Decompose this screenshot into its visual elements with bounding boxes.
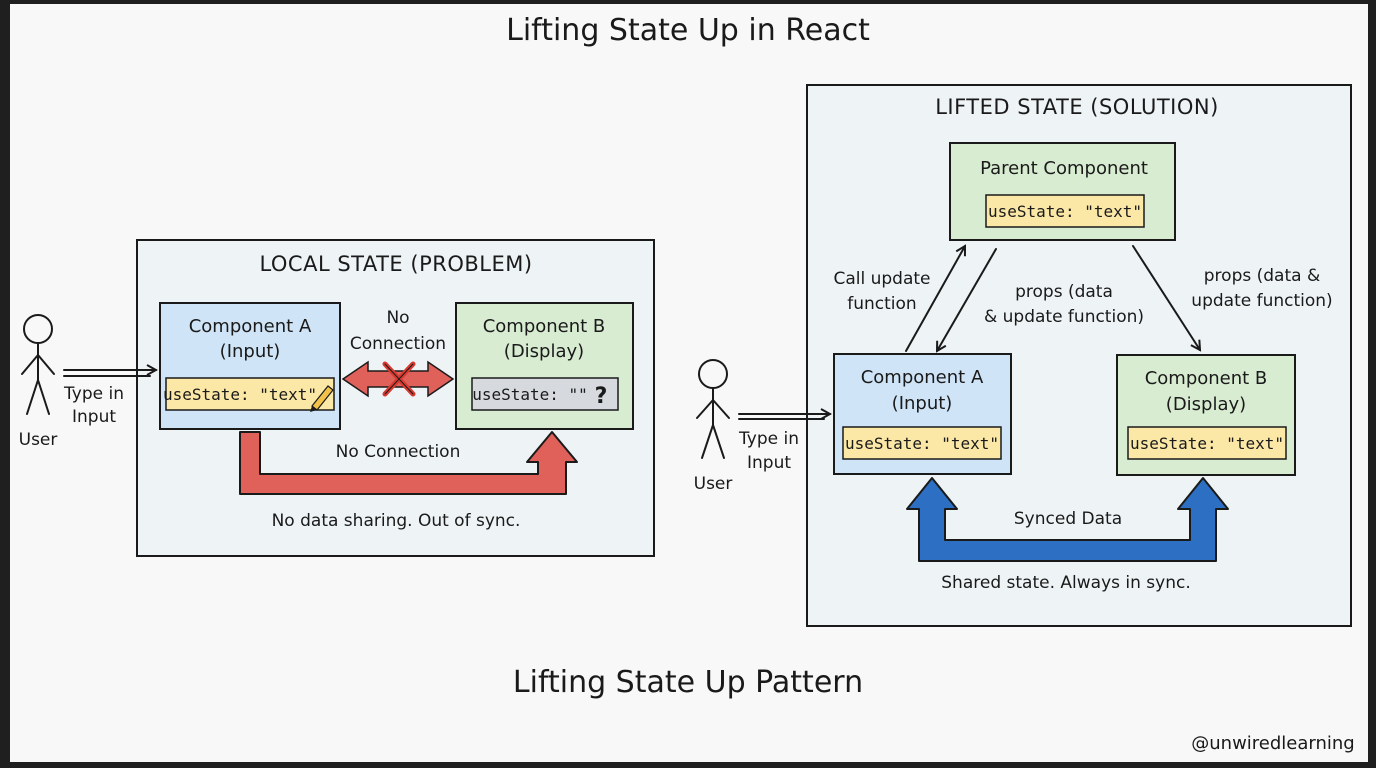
diagram-title: Lifting State Up in React bbox=[506, 13, 870, 48]
lifted-component-a: Component A (Input) useState: "text" bbox=[833, 353, 1012, 475]
lifted-component-b: Component B (Display) useState: "text" bbox=[1116, 354, 1296, 476]
author-credit: @unwiredlearning bbox=[1191, 733, 1354, 754]
props-to-b-arrow bbox=[1132, 245, 1200, 350]
call-update-label-1: Call update bbox=[833, 269, 930, 289]
lifted-user-label: User bbox=[694, 474, 733, 494]
props-a-label-2: & update function) bbox=[984, 307, 1144, 327]
lifted-panel-title: LIFTED STATE (SOLUTION) bbox=[935, 95, 1219, 119]
props-b-label-2: update function) bbox=[1191, 291, 1332, 311]
call-update-label-2: function bbox=[847, 294, 916, 314]
props-to-a-arrow bbox=[937, 248, 997, 351]
lifted-user-input-label-2: Input bbox=[747, 453, 791, 473]
local-no-connection-top-2: Connection bbox=[350, 334, 446, 354]
props-a-label-1: props (data bbox=[1015, 282, 1113, 302]
local-component-b-subtitle: (Display) bbox=[504, 341, 584, 362]
local-component-a-state-box bbox=[165, 377, 335, 411]
parent-state: useState: "text" bbox=[988, 202, 1142, 221]
parent-state-box bbox=[985, 194, 1145, 228]
local-component-b: Component B (Display) useState: "" ? bbox=[455, 302, 634, 430]
question-mark-icon: ? bbox=[595, 384, 608, 409]
parent-component: Parent Component useState: "text" bbox=[949, 142, 1176, 241]
local-caption: No data sharing. Out of sync. bbox=[272, 511, 521, 531]
lifted-component-a-subtitle: (Input) bbox=[892, 393, 953, 414]
local-user-input-label-2: Input bbox=[72, 407, 116, 427]
local-user-label: User bbox=[19, 430, 58, 450]
lifted-component-a-state: useState: "text" bbox=[845, 434, 999, 453]
pattern-caption: Lifting State Up Pattern bbox=[513, 665, 863, 700]
parent-component-title: Parent Component bbox=[980, 158, 1148, 179]
lifted-user-input-label-1: Type in bbox=[738, 429, 799, 449]
lifted-component-b-state: useState: "text" bbox=[1130, 434, 1284, 453]
local-component-b-title: Component B bbox=[483, 316, 606, 337]
pencil-icon bbox=[310, 385, 334, 412]
lifted-caption: Shared state. Always in sync. bbox=[941, 573, 1190, 593]
local-component-b-state: useState: "" bbox=[472, 385, 588, 404]
lifted-component-a-state-box bbox=[842, 426, 1002, 460]
local-no-connection-top-1: No bbox=[386, 308, 409, 328]
lifted-user-stick-figure-icon bbox=[696, 359, 730, 459]
local-user-stick-figure-icon bbox=[21, 314, 55, 415]
local-component-a-state: useState: "text" bbox=[163, 385, 317, 404]
lifted-component-b-state-box bbox=[1127, 426, 1287, 460]
local-user-input-label-1: Type in bbox=[63, 384, 124, 404]
local-panel-title: LOCAL STATE (PROBLEM) bbox=[259, 252, 532, 276]
lifted-component-b-subtitle: (Display) bbox=[1166, 394, 1246, 415]
synced-data-u-arrow bbox=[906, 477, 1229, 562]
local-component-a-subtitle: (Input) bbox=[220, 341, 281, 362]
local-component-b-state-box bbox=[471, 377, 619, 411]
lifted-state-panel: LIFTED STATE (SOLUTION) Parent Component… bbox=[806, 84, 1352, 627]
lifted-component-b-title: Component B bbox=[1145, 368, 1268, 389]
broken-double-arrow-icon bbox=[341, 360, 455, 398]
local-component-a-title: Component A bbox=[189, 316, 312, 337]
lifted-component-a-title: Component A bbox=[861, 367, 984, 388]
local-no-connection-bottom: No Connection bbox=[336, 442, 461, 462]
local-component-a: Component A (Input) useState: "text" bbox=[159, 302, 341, 430]
call-update-arrow bbox=[905, 246, 965, 352]
local-no-connection-u-arrow bbox=[239, 431, 578, 495]
props-b-label-1: props (data & bbox=[1204, 266, 1320, 286]
synced-data-label: Synced Data bbox=[1014, 509, 1122, 529]
local-state-panel: LOCAL STATE (PROBLEM) Component A (Input… bbox=[136, 239, 655, 557]
